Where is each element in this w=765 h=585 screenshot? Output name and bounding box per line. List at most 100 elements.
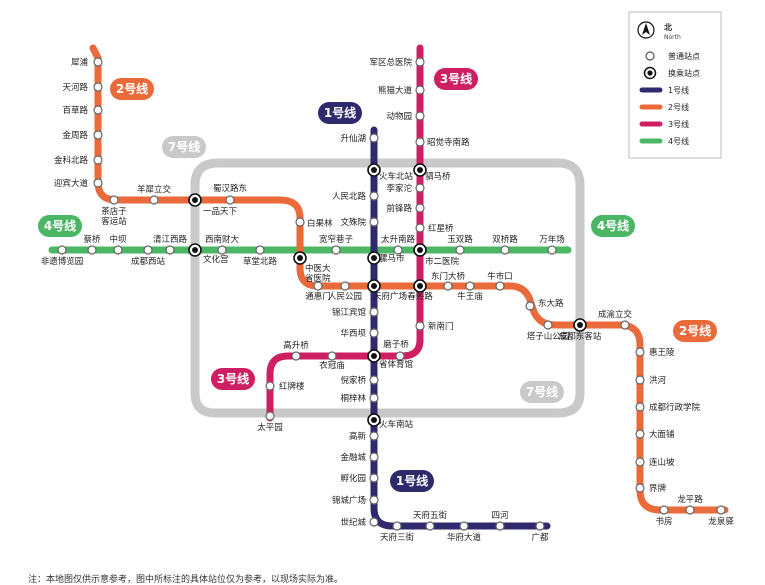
station-marker xyxy=(543,320,553,330)
line-badge-pill xyxy=(318,102,362,124)
station-marker xyxy=(93,155,103,165)
station-label: 天河路 xyxy=(62,82,88,93)
station-label: 大面铺 xyxy=(649,429,675,440)
transfer-station-core xyxy=(371,167,377,173)
line-badge-label: 7号线 xyxy=(168,139,200,154)
station-label: 一品天下 xyxy=(203,207,238,217)
line-badge-pill xyxy=(520,381,564,403)
station-marker xyxy=(369,375,379,385)
station-label: 成都行政学院 xyxy=(649,402,701,413)
legend-item-label: 普通站点 xyxy=(668,51,700,61)
station-label: 市二医院 xyxy=(425,256,460,267)
line-badge-label: 2号线 xyxy=(116,81,148,96)
station-marker xyxy=(659,505,669,515)
station-marker xyxy=(93,57,103,67)
station-label: 桐梓林 xyxy=(340,393,366,404)
line-badge-pill xyxy=(673,320,717,342)
station-label: 成都东客站 xyxy=(559,331,602,342)
station-label: 孵化园 xyxy=(340,473,366,484)
transfer-station-core xyxy=(192,247,198,253)
station-marker xyxy=(225,195,235,205)
station-marker xyxy=(635,347,645,357)
station-marker xyxy=(143,245,153,255)
legend-item-label: 1号线 xyxy=(668,85,689,95)
station-marker xyxy=(415,321,425,331)
station-label: 连山坡 xyxy=(649,457,675,468)
transfer-station-core xyxy=(371,283,377,289)
line-badge: 2号线 xyxy=(110,78,154,100)
station-label: 升仙湖 xyxy=(340,133,366,144)
station-label: 李家沱 xyxy=(386,183,412,194)
station-label: 广都 xyxy=(531,532,549,543)
station-label: 文化宫 xyxy=(203,254,229,265)
station-label: 倪家桥 xyxy=(340,375,366,386)
station-label: 金周路 xyxy=(62,130,88,141)
station-marker xyxy=(535,521,545,531)
station-marker xyxy=(113,245,123,255)
station-label: 磨子桥 xyxy=(383,339,409,350)
station-label: 锦江宾馆 xyxy=(332,307,366,318)
line7-loop xyxy=(190,158,585,418)
station-marker xyxy=(443,281,453,291)
station-label: 世纪城 xyxy=(340,517,366,528)
station-label: 金融城 xyxy=(340,452,366,463)
station-label: 火车南站 xyxy=(379,419,414,430)
station-marker xyxy=(620,320,630,330)
line-badge-pill xyxy=(110,78,154,100)
station-marker xyxy=(415,137,425,147)
station-label: 熊猫大道 xyxy=(378,85,413,96)
line-badge-label: 1号线 xyxy=(324,105,356,120)
station-marker xyxy=(635,429,645,439)
station-marker xyxy=(109,195,119,205)
station-marker xyxy=(525,301,535,311)
station-marker xyxy=(495,521,505,531)
transfer-station-core xyxy=(371,255,377,261)
station-label: 白果林 xyxy=(307,218,333,229)
station-label-line: 中医大 xyxy=(305,263,331,274)
station-label: 昭觉寺南路 xyxy=(427,137,470,148)
station-marker xyxy=(369,191,379,201)
station-label: 军区总医院 xyxy=(369,57,412,68)
stations-layer xyxy=(57,57,726,531)
station-label: 红星桥 xyxy=(428,223,454,234)
station-marker xyxy=(369,217,379,227)
station-marker xyxy=(265,381,275,391)
station-label: 宽窄巷子 xyxy=(319,234,354,245)
station-marker xyxy=(635,402,645,412)
station-label: 中坝 xyxy=(109,234,127,245)
line-badge-label: 3号线 xyxy=(440,71,472,86)
line-badge-label: 2号线 xyxy=(679,323,711,338)
line-badge: 1号线 xyxy=(318,102,362,124)
line-badge-pill xyxy=(434,68,478,90)
station-marker xyxy=(165,245,175,255)
transfer-station-core xyxy=(417,283,423,289)
station-label-line: 客运站 xyxy=(101,216,127,227)
line3-path xyxy=(266,44,424,422)
line-badge-pill xyxy=(211,368,255,390)
station-label: 成渝立交 xyxy=(598,309,633,320)
line-badge: 2号线 xyxy=(673,320,717,342)
station-label: 天府广场 xyxy=(373,291,407,302)
station-label: 红牌楼 xyxy=(279,381,305,392)
station-label: 金科北路 xyxy=(54,155,89,166)
station-marker xyxy=(57,245,67,255)
station-marker xyxy=(415,223,425,233)
station-label: 界牌 xyxy=(649,483,667,494)
station-label: 草堂北路 xyxy=(243,256,278,267)
station-marker xyxy=(149,195,159,205)
legend-north: 北 xyxy=(664,22,672,32)
station-label: 动物园 xyxy=(386,111,412,122)
station-marker xyxy=(547,245,557,255)
station-label: 玉双路 xyxy=(447,234,473,245)
transfer-station-core xyxy=(417,167,423,173)
station-marker xyxy=(93,130,103,140)
station-marker xyxy=(635,375,645,385)
station-marker xyxy=(459,521,469,531)
station-label: 蔡桥 xyxy=(83,234,101,245)
station-label: 双桥路 xyxy=(492,234,518,245)
station-marker xyxy=(500,245,510,255)
line-badge: 7号线 xyxy=(162,136,206,158)
station-marker xyxy=(87,245,97,255)
station-label: 新南门 xyxy=(428,321,454,332)
